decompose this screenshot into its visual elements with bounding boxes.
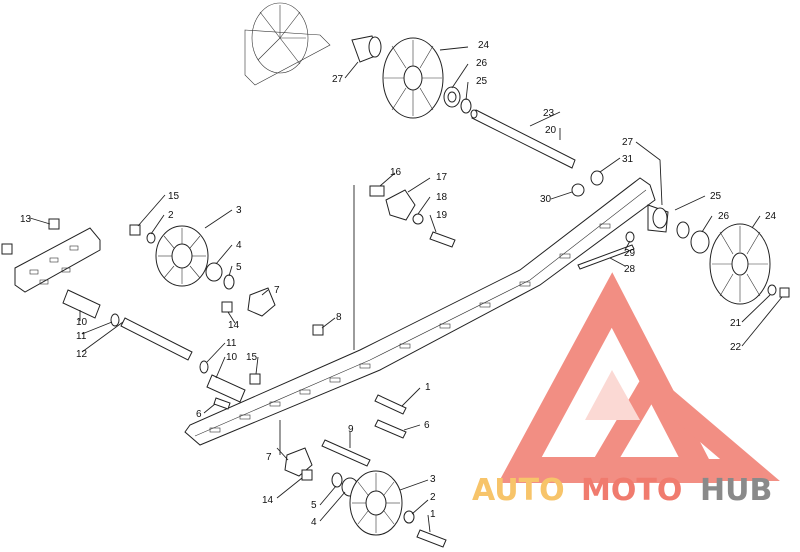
label-29: 29 [624,248,636,259]
watermark-word-hub: HUB [700,473,772,508]
label-19: 19 [436,210,448,221]
label-21: 21 [730,318,742,329]
label-7-upper: 7 [274,285,280,296]
label-23: 23 [543,108,555,119]
watermark-word-auto: AUTO [472,473,565,508]
label-22: 22 [730,342,742,353]
label-15-lower: 15 [246,352,258,363]
label-8: 8 [336,312,342,323]
label-10-lower: 10 [226,352,238,363]
label-6-right: 6 [424,420,430,431]
nut-15-lower [249,373,261,385]
label-28: 28 [624,264,636,275]
label-14-lower: 14 [262,495,274,506]
label-14-upper: 14 [228,320,240,331]
washer-11-upper [110,313,120,327]
nut-15-upper [129,224,141,236]
idler-wheel-right [709,223,771,305]
nut-8 [312,324,324,336]
label-2-lower: 2 [430,492,436,503]
inner-rail-left [14,227,101,293]
label-25-top: 25 [476,76,488,87]
label-15-upper: 15 [168,191,180,202]
watermark-text: AUTO MOTO HUB [472,473,772,508]
spacer-hub-right [647,204,669,233]
bolt-6-right [374,419,407,439]
bearing-right [676,221,710,254]
bolt-22 [779,287,790,298]
label-12: 12 [76,349,88,360]
label-26-top: 26 [476,58,488,69]
washer-21 [767,284,777,296]
label-30: 30 [540,194,552,205]
nut-14-lower [301,469,313,481]
label-2-upper: 2 [168,210,174,221]
label-11-upper: 11 [76,331,87,342]
bolt-1-right [374,394,407,415]
spacer-10-upper [62,289,101,319]
nut-13-b [1,243,13,255]
label-1-lower: 1 [430,509,436,520]
washer-11-lower [199,360,209,374]
ring-5-upper [223,274,235,290]
nut-18 [412,213,424,225]
watermark-word-moto: MOTO [581,473,682,508]
bolt-1-lower [416,529,447,548]
leader-lines [29,46,783,533]
bolt-28 [577,244,635,270]
wheel-upper-left [155,225,209,287]
label-10-upper: 10 [76,317,88,328]
bracket-17 [385,189,416,221]
idler-wheel-top [382,37,444,119]
spacer-10-lower [206,374,246,403]
nut-30 [571,183,585,197]
label-1-right: 1 [425,382,431,393]
bearing-4-upper [205,262,223,282]
bushing-29 [625,231,635,243]
bolt-9 [321,439,371,467]
bracket-7-upper [247,287,276,317]
label-16: 16 [390,167,402,178]
cross-shaft-12 [120,317,193,361]
spacer-16 [369,185,385,197]
slide-rail [184,177,656,446]
label-18: 18 [436,192,448,203]
label-9: 9 [348,424,354,435]
label-7-lower: 7 [266,452,272,463]
label-24-top: 24 [478,40,490,51]
watermark-logo [498,272,780,483]
label-31: 31 [622,154,634,165]
label-17: 17 [436,172,448,183]
bearing-top [443,86,472,114]
label-27-top: 27 [332,74,344,85]
bolt-6-left [213,397,231,410]
label-11-lower: 11 [226,338,237,349]
ring-5-lower [331,472,343,488]
label-5-upper: 5 [236,262,242,273]
label-13: 13 [20,214,32,225]
label-4-upper: 4 [236,240,242,251]
nut-14-upper [221,301,233,313]
wheel-lower [349,470,403,536]
label-27-right: 27 [622,137,634,148]
nut-13-a [48,218,60,230]
label-3-lower: 3 [430,474,436,485]
label-6-left: 6 [196,409,202,420]
label-4-lower: 4 [311,517,317,528]
part-labels: 24 26 25 27 23 20 27 31 16 17 18 19 30 2… [20,40,777,528]
label-26-right: 26 [718,211,730,222]
washer-2-upper [146,232,156,244]
label-20: 20 [545,125,557,136]
bolt-19 [429,231,456,248]
upper-rail-section [244,2,331,86]
washer-2-lower [403,510,415,524]
axle-upper [470,109,576,169]
label-25-right: 25 [710,191,722,202]
spacer-hub-top [351,35,382,63]
washer-31 [590,170,604,186]
label-5-lower: 5 [311,500,317,511]
label-24-right: 24 [765,211,777,222]
label-3-upper: 3 [236,205,242,216]
